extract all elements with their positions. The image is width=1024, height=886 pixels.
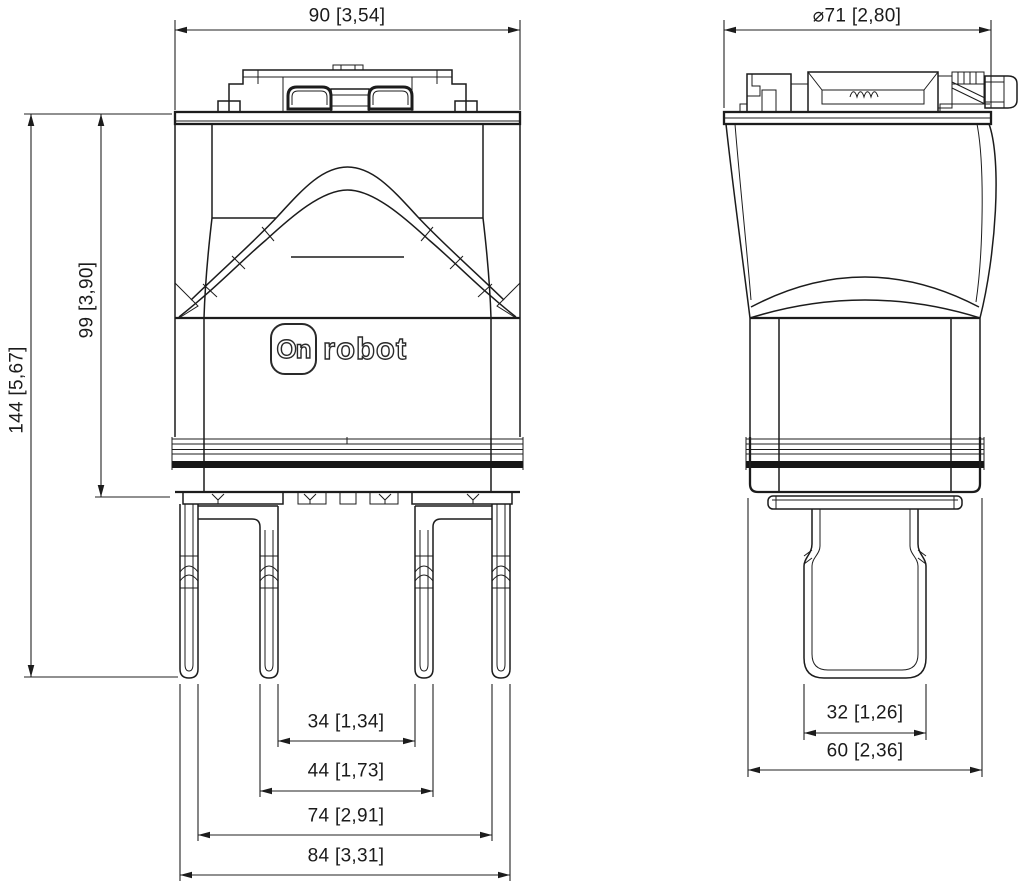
dim-label-side-bottom-width: 60 [2,36] — [826, 740, 904, 762]
onrobot-logo-mark-icon: On — [270, 323, 317, 375]
front-body — [171, 124, 524, 494]
dim-label-front-inner-opening: 34 [1,34] — [307, 711, 385, 733]
front-top-plate — [173, 110, 522, 126]
front-view — [171, 64, 524, 679]
onrobot-logo-word: robot — [322, 330, 408, 366]
side-quick-changer — [739, 71, 1018, 113]
front-finger-mount — [182, 491, 513, 505]
side-body — [725, 123, 997, 510]
dim-label-front-outer-opening: 74 [2,91] — [307, 805, 385, 827]
finger-flexure-marks — [179, 555, 511, 589]
side-view — [722, 71, 1018, 679]
side-top-plate — [722, 110, 993, 126]
dim-label-front-inner-finger-span: 44 [1,73] — [307, 760, 385, 782]
dimension-lines — [24, 20, 992, 881]
dim-label-side-finger-width: 32 [1,26] — [826, 702, 904, 724]
onrobot-logo: On robot — [270, 320, 407, 378]
side-finger — [803, 509, 927, 679]
onrobot-logo-mark-text: On — [276, 333, 313, 364]
front-fingers — [179, 504, 511, 679]
dim-label-side-diameter: ⌀71 [2,80] — [812, 5, 902, 27]
dim-label-front-overall-height: 144 [5,67] — [6, 346, 28, 434]
dim-label-front-outer-finger-span: 84 [3,31] — [307, 845, 385, 867]
front-quick-changer — [217, 64, 478, 113]
dim-label-front-overall-width: 90 [3,54] — [308, 5, 386, 27]
dim-label-front-body-height: 99 [3,90] — [76, 261, 98, 339]
